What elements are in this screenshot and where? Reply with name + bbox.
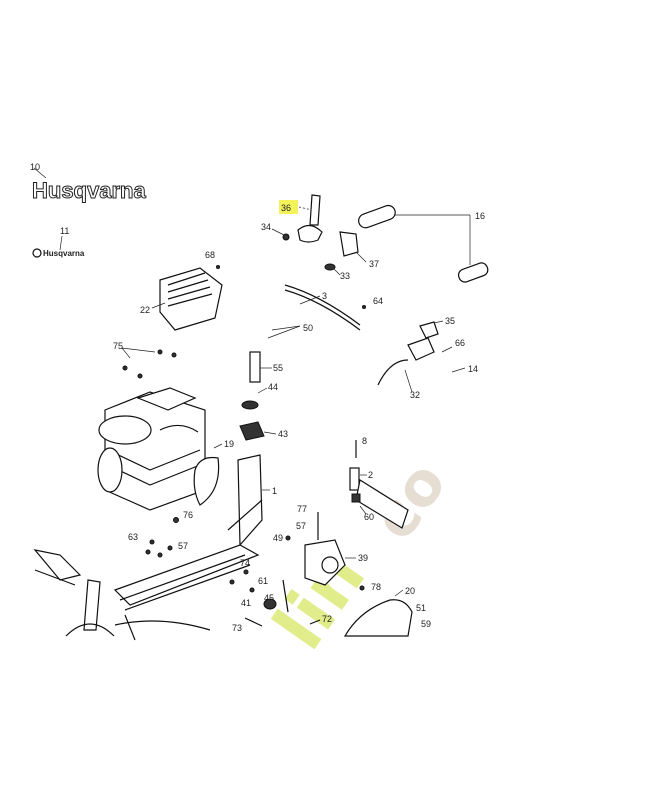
clutch-lever-37: 37 [339,231,379,269]
handle-bar [233,233,440,406]
callout-60: 60 [364,512,374,522]
callout-57: 57 [296,521,306,531]
bracket-60: 60 [351,479,409,529]
tine-shield-20: 20 51 59 [343,586,431,637]
throttle-35: 35 66 32 [377,316,465,400]
callout-10: 10 [30,162,40,172]
part-34: 34 [261,222,290,241]
part-72: 72 [309,614,332,625]
engine [97,387,206,511]
tiller-frame [113,544,260,641]
callout-61: 61 [258,576,268,586]
husqvarna-crown-icon [32,248,42,258]
callout-57b: 57 [178,541,188,551]
part-50: 50 [267,323,313,339]
callout-49: 49 [273,533,283,543]
part-2: 2 [349,467,373,491]
control-lever-36: 36 [279,194,323,243]
part-61: 61 [249,576,268,593]
bolts-63: 63 [128,532,173,558]
grip-16: 16 [358,204,489,283]
part-33: 33 [324,263,350,281]
callout-11: 11 [60,226,69,236]
callout-55: 55 [273,363,283,373]
callout-35: 35 [445,316,455,326]
part-49: 49 [273,533,291,543]
part-77: 77 [297,504,319,540]
brand-logo-small: Husqvarna [43,249,85,258]
callout-41: 41 [241,598,251,608]
logo-small: Husqvarna 11 [32,226,85,258]
callout-36: 36 [281,203,291,213]
part-43: 43 [239,421,288,441]
callout-59: 59 [421,619,431,629]
part-14: 14 [451,364,478,374]
callout-64: 64 [373,296,383,306]
callout-20: 20 [405,586,415,596]
callout-33: 33 [340,271,350,281]
callout-39: 39 [358,553,368,563]
callout-63: 63 [128,532,138,542]
part-74: 74 [229,558,250,585]
part-41: 41 [241,598,277,610]
gearbox-39: 39 [304,539,368,586]
part-78: 78 [359,582,381,592]
callout-1: 1 [272,486,277,496]
air-filter-cover-22: 22 [140,267,223,331]
callout-45: 45 [264,593,274,603]
callout-51: 51 [416,603,426,613]
callout-32: 32 [410,390,420,400]
callout-78: 78 [371,582,381,592]
callout-43: 43 [278,429,288,439]
part-1: 1 [227,454,277,547]
part-19: 19 [193,439,234,506]
tine-assembly [33,549,115,637]
part-73: 73 [232,617,263,633]
callout-2: 2 [368,470,373,480]
part-68: 68 [205,250,220,269]
callout-76: 76 [183,510,193,520]
part-57: 57 57 [178,521,306,551]
part-64: 64 [362,296,383,309]
callout-8: 8 [362,436,367,446]
bolts-75: 75 [113,341,177,379]
callout-16: 16 [475,211,485,221]
part-55: 55 [249,351,283,383]
part-44: 44 [241,382,278,410]
highlight-box [279,200,298,214]
logo-large: Husqvarna 10 [30,162,147,204]
brand-logo: Husqvarna [32,178,146,203]
callout-44: 44 [268,382,278,392]
callout-34: 34 [261,222,271,232]
callout-66: 66 [455,338,465,348]
callout-50: 50 [303,323,313,333]
callout-72: 72 [322,614,332,624]
callout-19: 19 [224,439,234,449]
callout-37: 37 [369,259,379,269]
part-76: 76 [173,510,193,523]
callout-73: 73 [232,623,242,633]
callout-14: 14 [468,364,478,374]
callout-3: 3 [322,291,327,301]
part-8: 8 [355,436,367,458]
callout-74: 74 [240,558,250,568]
callout-68: 68 [205,250,215,260]
part-45: 45 [264,579,289,613]
callout-77: 77 [297,504,307,514]
callout-22: 22 [140,305,150,315]
callout-75: 75 [113,341,123,351]
